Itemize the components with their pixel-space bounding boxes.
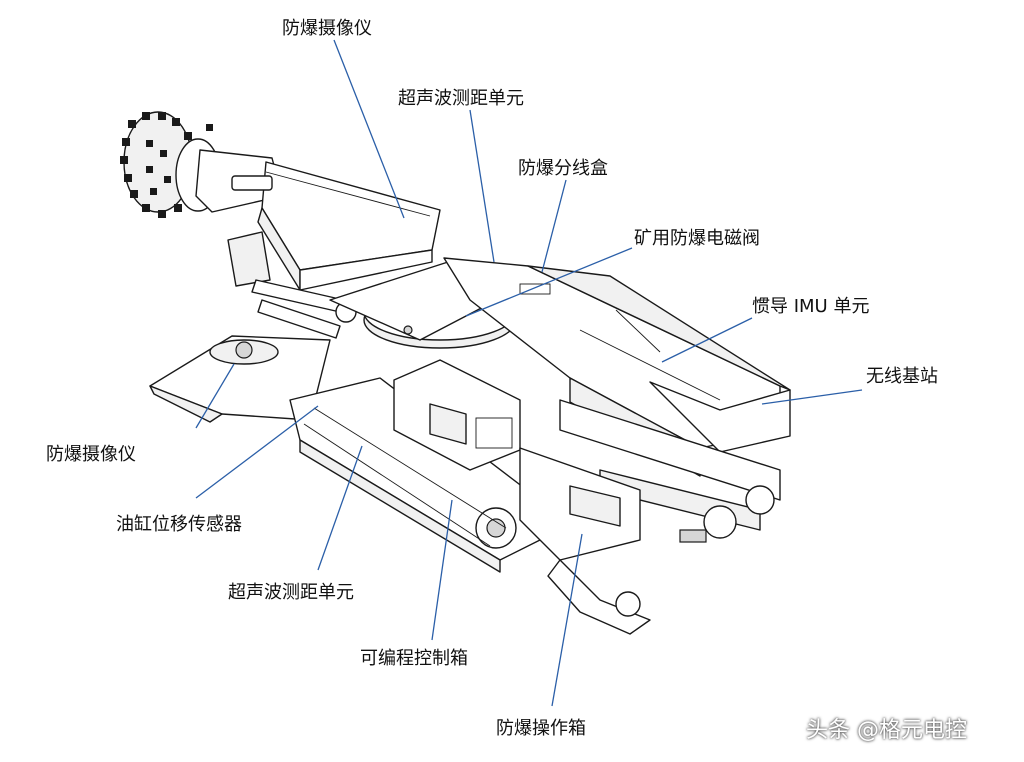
label-ultrasonic-top: 超声波测距单元 xyxy=(398,88,524,109)
shovel-loader xyxy=(149,335,331,423)
label-operation-box: 防爆操作箱 xyxy=(496,718,586,739)
rear-conveyor xyxy=(559,399,781,543)
operator-cab xyxy=(393,359,521,471)
label-imu-unit: 惯导 IMU 单元 xyxy=(752,296,870,317)
label-camera-left: 防爆摄像仪 xyxy=(46,444,136,465)
cutting-boom xyxy=(195,149,441,291)
label-cylinder-sensor: 油缸位移传感器 xyxy=(116,514,242,535)
label-solenoid-valve: 矿用防爆电磁阀 xyxy=(634,228,760,249)
label-ultrasonic-bottom: 超声波测距单元 xyxy=(228,582,354,603)
crawler-track xyxy=(289,377,541,573)
label-wireless-station: 无线基站 xyxy=(866,366,938,387)
leader-lines xyxy=(195,39,863,707)
label-junction-box: 防爆分线盒 xyxy=(518,158,608,179)
label-camera-top: 防爆摄像仪 xyxy=(282,18,372,39)
label-plc-box: 可编程控制箱 xyxy=(360,648,468,669)
watermark: 头条 @格元电控 xyxy=(806,718,967,743)
control-box-bodies xyxy=(519,447,651,635)
